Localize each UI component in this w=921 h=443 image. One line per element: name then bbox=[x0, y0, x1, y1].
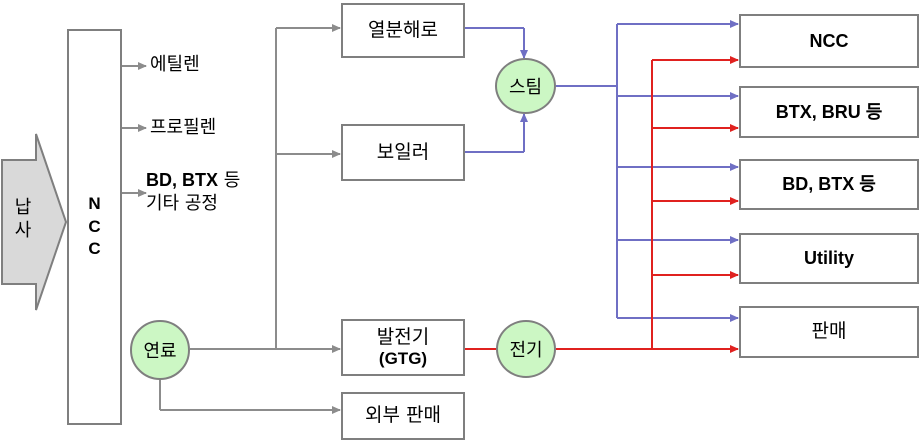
bd-btx-label-bold: BD, BTX bbox=[146, 170, 218, 190]
propylene-label: 프로필렌 bbox=[150, 117, 217, 138]
consumer-sale-box: 판매 bbox=[739, 306, 919, 358]
consumer-utility-box: Utility bbox=[739, 233, 919, 284]
other-process-label: 기타 공정 bbox=[146, 193, 218, 214]
consumer-btx-bru-box: BTX, BRU 등 bbox=[739, 86, 919, 138]
cracker-box: 열분해로 bbox=[341, 3, 465, 58]
ncc-letter-c1: C bbox=[88, 216, 101, 236]
product-arrows bbox=[122, 62, 147, 197]
consumer-bd-btx-box: BD, BTX 등 bbox=[739, 159, 919, 210]
fuel-lines bbox=[159, 24, 341, 414]
bd-btx-label: BD, BTX 등 bbox=[146, 170, 240, 192]
power-lines bbox=[465, 56, 739, 353]
bd-btx-label-suffix: 등 bbox=[218, 170, 241, 191]
generator-gtg-label: (GTG) bbox=[378, 348, 428, 368]
generator-box: 발전기 (GTG) bbox=[341, 319, 465, 376]
boiler-box: 보일러 bbox=[341, 124, 465, 181]
ncc-letter-n: N bbox=[88, 193, 101, 213]
naphtha-label-line2: 사 bbox=[14, 219, 32, 241]
ncc-letter-c2: C bbox=[88, 239, 101, 259]
naphtha-label-line1: 납 bbox=[14, 197, 32, 218]
steam-node: 스팀 bbox=[495, 58, 556, 114]
naphtha-label: 납 사 bbox=[8, 197, 38, 242]
generator-label: 발전기 bbox=[376, 325, 430, 348]
electricity-node: 전기 bbox=[496, 320, 556, 378]
fuel-node: 연료 bbox=[130, 320, 190, 380]
ethylene-label: 에틸렌 bbox=[150, 54, 200, 75]
external-sale-box: 외부 판매 bbox=[341, 392, 465, 440]
consumer-ncc-box: NCC bbox=[739, 14, 919, 68]
naphtha-feed-arrow bbox=[1, 133, 68, 311]
ncc-column-box: N C C bbox=[67, 29, 122, 425]
steam-lines bbox=[465, 20, 739, 322]
